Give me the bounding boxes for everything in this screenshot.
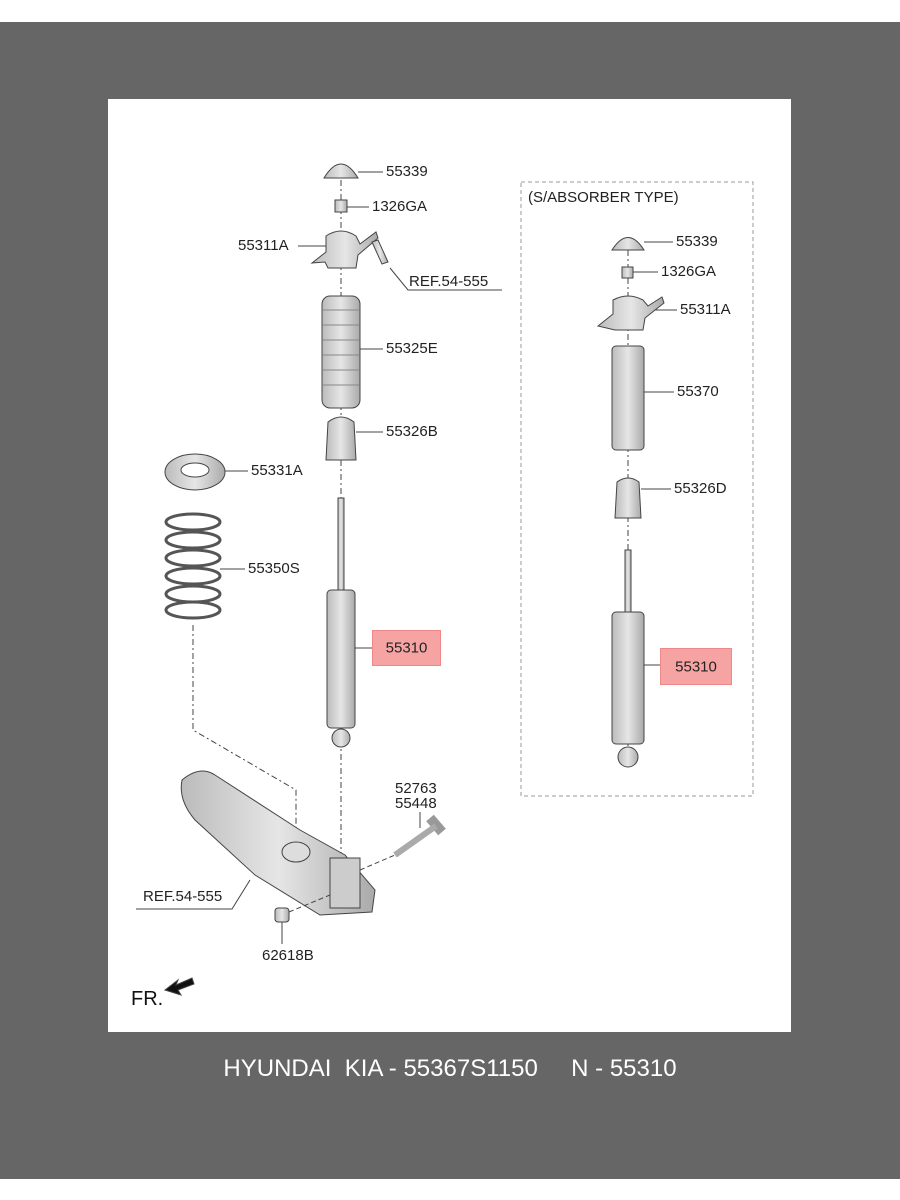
alt-assembly-box bbox=[520, 181, 754, 797]
nut-1326GA bbox=[334, 199, 348, 213]
label-bumper: 55326B bbox=[386, 423, 438, 440]
label-ref-top: REF.54-555 bbox=[409, 273, 489, 290]
bumper-55326B bbox=[325, 416, 357, 461]
label-spring: 55350S bbox=[248, 560, 300, 577]
alt-label-nut: 1326GA bbox=[661, 263, 717, 280]
lower-arm bbox=[180, 770, 376, 916]
diagram-sheet bbox=[108, 99, 791, 1032]
bolt-ref bbox=[371, 239, 389, 265]
part-number-caption: HYUNDAI KIA - 55367S1150 N - 55310 bbox=[223, 1055, 677, 1082]
label-nut: 1326GA bbox=[372, 198, 428, 215]
label-shock-absorber: 55310 bbox=[385, 639, 428, 657]
front-direction-label: FR. bbox=[131, 988, 164, 1010]
shock-rod bbox=[337, 497, 345, 594]
dust-cover-55325E bbox=[321, 295, 361, 409]
label-bolt-2: 55448 bbox=[395, 795, 437, 812]
front-arrow-icon bbox=[163, 977, 195, 996]
label-dust-cover: 55325E bbox=[386, 340, 438, 357]
alt-label-dust-cover: 55370 bbox=[677, 383, 719, 400]
label-bolt-1: 52763 bbox=[395, 780, 437, 797]
nut-62618B bbox=[274, 907, 290, 923]
label-spring-pad: 55331A bbox=[251, 462, 303, 479]
label-cap: 55339 bbox=[386, 163, 428, 180]
shock-absorber-55310 bbox=[326, 589, 356, 729]
label-ref-arm: REF.54-555 bbox=[143, 888, 223, 905]
bolt-52763 bbox=[393, 823, 438, 858]
alt-assembly-title: (S/ABSORBER TYPE) bbox=[528, 189, 679, 206]
alt-label-shock-absorber: 55310 bbox=[675, 658, 717, 675]
alt-highlight-shock-absorber[interactable]: 55310 bbox=[660, 648, 732, 685]
mount-55311A bbox=[310, 230, 379, 269]
alt-label-bumper: 55326D bbox=[674, 480, 727, 497]
highlight-shock-absorber[interactable]: 55310 bbox=[372, 630, 441, 666]
label-mount: 55311A bbox=[238, 237, 289, 254]
label-arm-nut: 62618B bbox=[262, 947, 314, 964]
alt-label-cap: 55339 bbox=[676, 233, 718, 250]
alt-label-mount: 55311A bbox=[680, 301, 731, 318]
cap-55339 bbox=[323, 163, 359, 179]
coil-spring-55350S bbox=[164, 512, 222, 620]
